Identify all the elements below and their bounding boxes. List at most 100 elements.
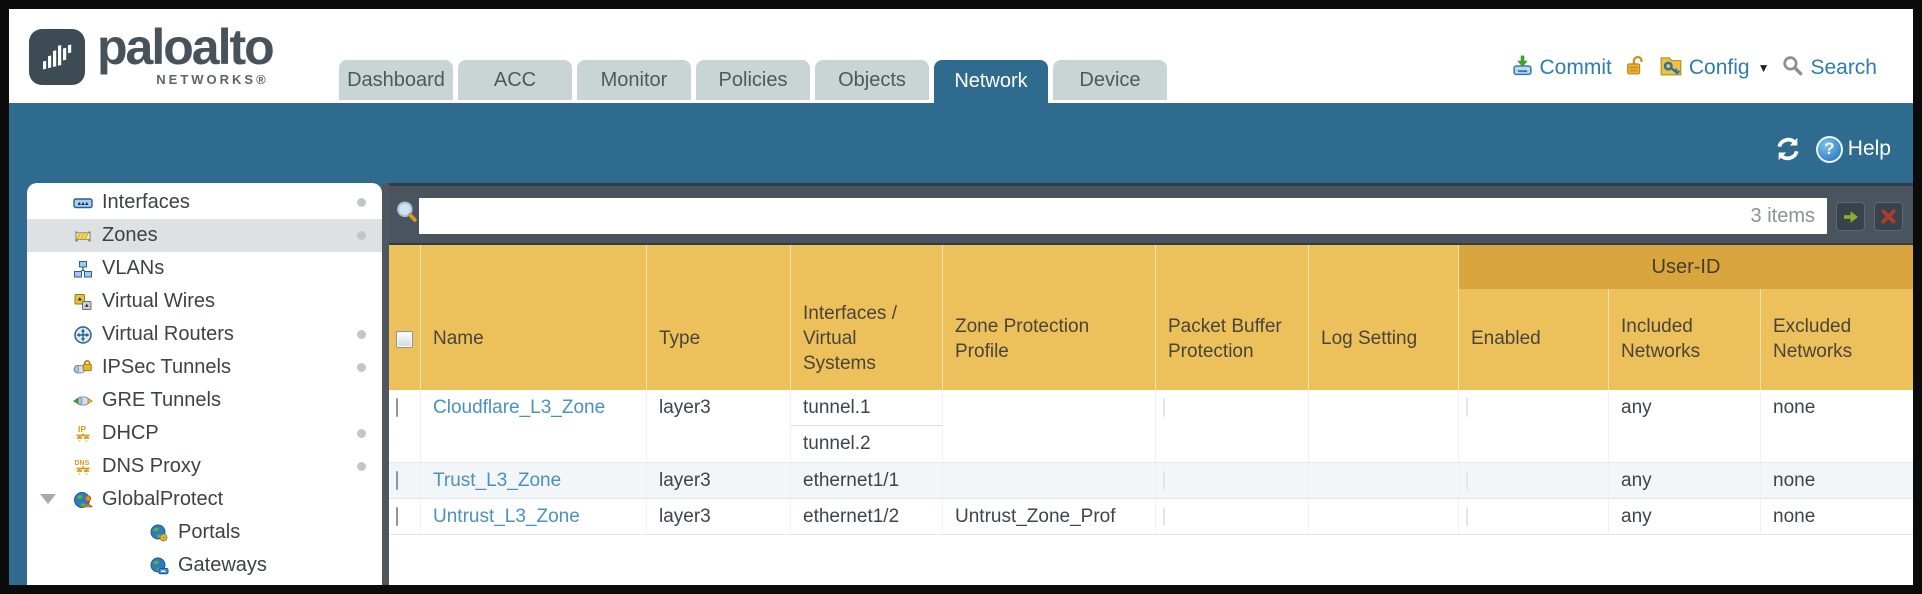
main-nav-tabs: Dashboard ACC Monitor Policies Objects N… bbox=[339, 60, 1167, 103]
refresh-icon[interactable] bbox=[1774, 135, 1802, 163]
zone-protection-profile bbox=[943, 390, 1156, 462]
row-checkbox[interactable] bbox=[396, 398, 398, 417]
sidebar-item-interfaces[interactable]: Interfaces bbox=[27, 186, 382, 219]
zone-name-link[interactable]: Untrust_L3_Zone bbox=[433, 506, 580, 527]
sidebar-item-label: Portals bbox=[178, 521, 241, 543]
zone-interfaces: tunnel.1 tunnel.2 bbox=[791, 390, 943, 462]
zones-table-header: User-ID Name Type Interfaces / Virtual S… bbox=[389, 245, 1913, 390]
filter-input[interactable] bbox=[419, 198, 1751, 234]
sidebar-item-label: VLANs bbox=[102, 257, 165, 279]
help-icon: ? bbox=[1815, 135, 1843, 163]
tab-network[interactable]: Network bbox=[934, 60, 1048, 103]
clear-filter-button[interactable] bbox=[1874, 202, 1903, 231]
gateways-icon bbox=[150, 557, 169, 574]
filter-input-wrap: 3 items bbox=[419, 198, 1827, 234]
column-header-excluded-networks[interactable]: Excluded Networks bbox=[1773, 315, 1853, 362]
table-row: Cloudflare_L3_Zone layer3 tunnel.1 tunne… bbox=[389, 390, 1913, 463]
tab-policies[interactable]: Policies bbox=[696, 60, 810, 100]
tab-objects[interactable]: Objects bbox=[815, 60, 929, 100]
included-networks: any bbox=[1609, 463, 1761, 499]
column-header-packet-buffer-protection[interactable]: Packet Buffer Protection bbox=[1156, 245, 1309, 390]
sidebar-item-label: IPSec Tunnels bbox=[102, 356, 231, 378]
sidebar-item-virtual-wires[interactable]: Virtual Wires bbox=[27, 285, 382, 318]
zones-content: 3 items User-ID Name Typ bbox=[389, 183, 1913, 585]
sidebar-item-label: Zones bbox=[102, 224, 158, 246]
sidebar-item-vlans[interactable]: VLANs bbox=[27, 252, 382, 285]
sidebar-item-zones[interactable]: Zones bbox=[27, 219, 382, 252]
search-menu[interactable]: Search bbox=[1781, 54, 1877, 83]
zone-name-link[interactable]: Cloudflare_L3_Zone bbox=[433, 397, 606, 418]
portals-icon bbox=[150, 524, 168, 541]
filter-search-icon bbox=[394, 199, 420, 230]
red-x-icon bbox=[1881, 209, 1896, 224]
expander-triangle-icon[interactable] bbox=[40, 494, 56, 504]
status-dot bbox=[357, 330, 366, 339]
status-dot bbox=[357, 429, 366, 438]
config-label: Config bbox=[1688, 56, 1750, 79]
column-header-name[interactable]: Name bbox=[421, 245, 647, 390]
sidebar-item-dhcp[interactable]: IP DHCP bbox=[27, 417, 382, 450]
zone-interfaces: ethernet1/1 bbox=[791, 463, 943, 499]
log-setting bbox=[1309, 499, 1459, 535]
column-header-log-setting[interactable]: Log Setting bbox=[1309, 245, 1459, 390]
column-header-included-networks[interactable]: Included Networks bbox=[1609, 245, 1761, 390]
items-count: 3 items bbox=[1750, 204, 1815, 227]
network-sidebar: Interfaces Zones VLANs bbox=[27, 183, 382, 585]
row-checkbox[interactable] bbox=[396, 507, 398, 526]
table-row: Trust_L3_Zone layer3 ethernet1/1 any non… bbox=[389, 463, 1913, 499]
paloalto-logo-icon bbox=[29, 29, 85, 85]
sidebar-item-label: DHCP bbox=[102, 422, 159, 444]
help-label: Help bbox=[1847, 137, 1891, 160]
excluded-networks: none bbox=[1773, 506, 1816, 527]
help-button[interactable]: ? Help bbox=[1815, 135, 1891, 163]
search-label: Search bbox=[1810, 56, 1877, 79]
sidebar-item-label: DNS Proxy bbox=[102, 455, 201, 477]
column-header-enabled[interactable]: Enabled bbox=[1459, 245, 1609, 390]
top-header: paloalto NETWORKS® Dashboard ACC Monitor… bbox=[9, 9, 1913, 103]
apply-filter-button[interactable] bbox=[1836, 202, 1865, 231]
status-dot bbox=[357, 462, 366, 471]
zone-name-link[interactable]: Trust_L3_Zone bbox=[433, 470, 562, 491]
sidebar-item-gateways[interactable]: Gateways bbox=[27, 549, 382, 582]
sidebar-item-virtual-routers[interactable]: Virtual Routers bbox=[27, 318, 382, 351]
green-arrow-icon bbox=[1843, 210, 1858, 223]
ipsec-tunnels-icon bbox=[73, 359, 92, 373]
user-id-group-header: User-ID bbox=[1459, 245, 1913, 289]
zone-type: layer3 bbox=[647, 499, 791, 535]
sidebar-item-globalprotect[interactable]: GlobalProtect bbox=[27, 483, 382, 516]
commit-button[interactable]: Commit bbox=[1511, 54, 1612, 83]
tab-device[interactable]: Device bbox=[1053, 60, 1167, 100]
status-dot bbox=[357, 363, 366, 372]
gre-tunnels-icon bbox=[73, 396, 93, 405]
sidebar-item-gre-tunnels[interactable]: GRE Tunnels bbox=[27, 384, 382, 417]
column-header-interfaces[interactable]: Interfaces / Virtual Systems bbox=[791, 245, 943, 390]
interface-item: tunnel.2 bbox=[803, 433, 871, 454]
column-header-zone-protection-profile[interactable]: Zone Protection Profile bbox=[943, 245, 1156, 390]
band-tools: ? Help bbox=[1774, 135, 1891, 163]
tab-dashboard[interactable]: Dashboard bbox=[339, 60, 453, 100]
tab-acc[interactable]: ACC bbox=[458, 60, 572, 100]
sidebar-splitter[interactable] bbox=[382, 183, 389, 585]
sidebar-item-dns-proxy[interactable]: DNS DNS Proxy bbox=[27, 450, 382, 483]
interface-item: tunnel.1 bbox=[791, 390, 942, 426]
zones-table-body: Cloudflare_L3_Zone layer3 tunnel.1 tunne… bbox=[389, 390, 1913, 585]
config-menu[interactable]: Config ▼ bbox=[1659, 53, 1769, 83]
zone-type: layer3 bbox=[647, 390, 791, 462]
user-id-enabled-checkbox bbox=[1466, 471, 1468, 490]
tab-monitor[interactable]: Monitor bbox=[577, 60, 691, 100]
status-dot bbox=[357, 198, 366, 207]
sidebar-item-label: Virtual Wires bbox=[102, 290, 215, 312]
packet-buffer-checkbox bbox=[1163, 398, 1165, 417]
select-all-checkbox[interactable] bbox=[396, 331, 413, 348]
commit-icon bbox=[1511, 54, 1534, 83]
brand-sub: NETWORKS® bbox=[156, 71, 269, 87]
zones-icon bbox=[75, 231, 91, 241]
row-checkbox[interactable] bbox=[396, 471, 398, 490]
lock-icon[interactable] bbox=[1624, 54, 1647, 83]
sidebar-item-ipsec-tunnels[interactable]: IPSec Tunnels bbox=[27, 351, 382, 384]
sidebar-item-portals[interactable]: Portals bbox=[27, 516, 382, 549]
commit-label: Commit bbox=[1539, 56, 1612, 79]
log-setting bbox=[1309, 463, 1459, 499]
column-header-type[interactable]: Type bbox=[647, 245, 791, 390]
